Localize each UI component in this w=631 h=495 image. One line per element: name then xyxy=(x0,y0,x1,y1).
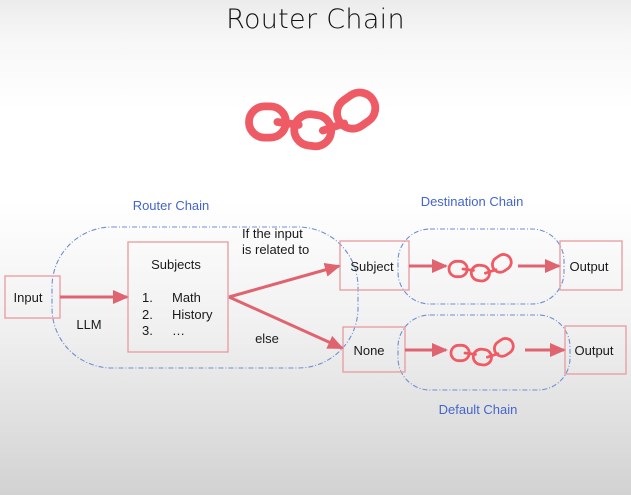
output-destination-label: Output xyxy=(569,259,608,274)
if-condition-line1: If the input xyxy=(242,226,303,241)
default-chain-link-icon xyxy=(449,334,518,368)
output-default-label: Output xyxy=(574,343,613,358)
output-destination-node: Output xyxy=(559,240,623,291)
subjects-heading: Subjects xyxy=(151,257,201,272)
subjects-node: Subjects 1. Math 2. History 3. … xyxy=(127,241,229,353)
if-condition-line2: is related to xyxy=(242,242,309,257)
destination-chain-label: Destination Chain xyxy=(421,194,524,209)
destination-chain-link-icon xyxy=(447,250,516,284)
router-chain-boundary xyxy=(51,226,359,369)
else-label: else xyxy=(255,331,279,346)
subject-item-label: History xyxy=(172,307,213,322)
input-label: Input xyxy=(14,290,43,305)
none-label: None xyxy=(353,343,384,358)
arrow-subjects-to-none xyxy=(228,295,344,350)
subject-item-number: 3. xyxy=(142,323,153,338)
subject-item-number: 2. xyxy=(142,307,153,322)
destination-chain-boundary xyxy=(397,228,565,305)
default-chain-boundary xyxy=(397,314,571,391)
page-title: Router Chain xyxy=(226,4,405,35)
router-chain-label: Router Chain xyxy=(133,198,210,213)
subject-item-label: Math xyxy=(172,290,201,305)
subject-item-label: … xyxy=(172,323,185,338)
default-chain-label: Default Chain xyxy=(439,402,518,417)
hero-chain-link-icon xyxy=(249,86,381,148)
output-default-node: Output xyxy=(564,325,627,375)
subject-label: Subject xyxy=(350,259,394,274)
subject-item-number: 1. xyxy=(142,290,153,305)
llm-label: LLM xyxy=(76,317,101,332)
arrow-subjects-to-subject xyxy=(228,263,341,299)
subject-node: Subject xyxy=(339,240,410,291)
